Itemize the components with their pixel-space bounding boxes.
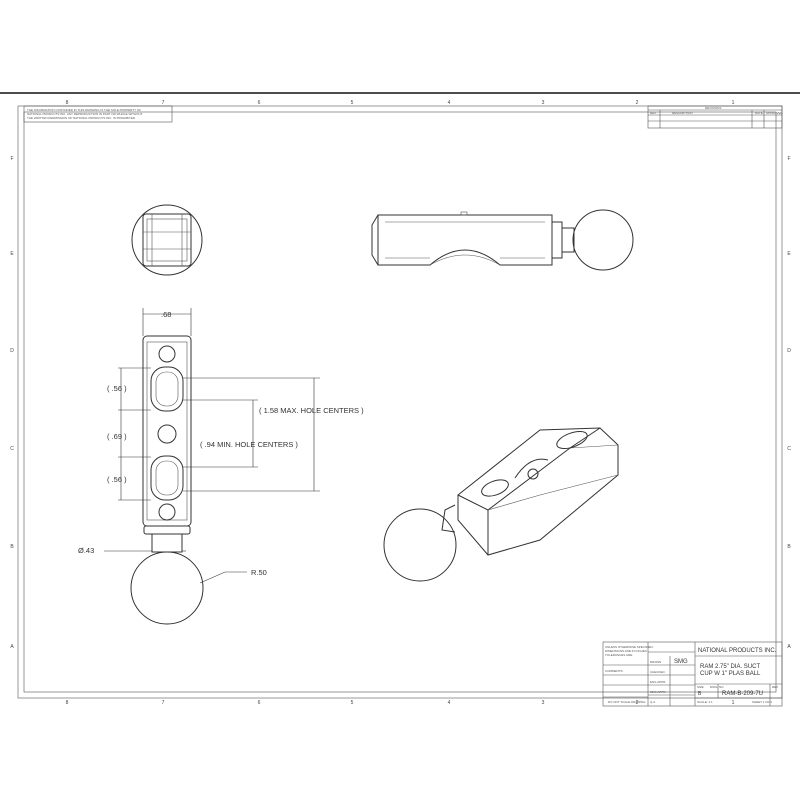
side-view [371,209,634,271]
rev-header: REV. [650,111,657,115]
rev-label: REV [772,685,778,689]
zone-column-bottom: 4 [448,700,451,706]
description-header: DESCRIPTION [672,111,693,115]
company-name: NATIONAL PRODUCTS INC. [698,648,777,654]
dim-slot-lower: ( .56 ) [107,475,127,484]
tolerance-note-1: UNLESS OTHERWISE SPECIFIED: [605,645,654,649]
zone-row-right: A [787,644,791,650]
dim-width: .68 [161,310,171,319]
zone-row-right: C [787,446,791,452]
zone-row-right: F [787,156,790,162]
zone-column-bottom: 8 [66,700,69,706]
title-block [602,641,783,707]
zone-column-top: 4 [448,100,451,106]
drawn-by: SMG [674,659,688,665]
zone-column-top: 5 [351,100,354,106]
zone-row-left: D [10,348,14,354]
date-header: DATE [755,111,763,115]
zone-column-bottom: 3 [542,700,545,706]
label-qa: Q.A. [650,700,656,704]
dim-slot-upper: ( .56 ) [107,384,127,393]
zone-row-right: B [787,544,791,550]
dim-min-centers: ( .94 MIN. HOLE CENTERS ) [200,440,298,449]
notice-line-1: THE INFORMATION CONTAINED IN THIS DRAWIN… [27,108,141,112]
zone-row-left: C [10,446,14,452]
drawing-title-line-2: CUP W 1" PLAS BALL [700,671,761,677]
front-view [130,335,204,625]
zone-column-top: 7 [162,100,165,106]
zone-row-left: A [10,644,14,650]
dim-middle: ( .69 ) [107,432,127,441]
sheet-label: SHEET 1 OF 1 [752,700,772,704]
drawing-title-line-1: RAM 2.75" DIA. SUCT [700,664,760,670]
zone-column-bottom: 6 [258,700,261,706]
dwg-no-label: DWG. NO. [710,685,724,689]
size-label: SIZE [697,685,704,689]
zone-row-right: D [787,348,791,354]
part-number: RAM-B-209-7U [722,691,763,697]
revisions-title: REVISIONS [705,106,721,110]
zone-column-top: 1 [732,100,735,106]
zone-column-bottom: 7 [162,700,165,706]
end-view [131,204,203,276]
sheet-size: B [698,691,702,697]
zone-column-bottom: 2 [636,700,639,706]
dim-max-centers: ( 1.58 MAX. HOLE CENTERS ) [259,406,364,415]
zone-row-left: B [10,544,14,550]
zone-column-top: 3 [542,100,545,106]
zone-row-left: E [10,251,14,257]
zone-column-bottom: 5 [351,700,354,706]
notice-line-2: NATIONAL PRODUCTS INC. ANY REPRODUCTION … [27,112,143,116]
label-mfg-appr: MFG APPR. [650,690,667,694]
zone-column-top: 6 [258,100,261,106]
scale-label: SCALE: 1:1 [697,700,713,704]
revisions-table: REVISIONS REV. DESCRIPTION DATE APPROVED [647,105,784,129]
zone-row-left: F [10,156,13,162]
tolerance-note-2: DIMENSIONS ARE IN INCHES [605,649,647,653]
do-not-scale: DO NOT SCALE DRAWING [608,700,646,704]
isometric-view [383,427,619,582]
drawing-border [17,105,783,699]
zone-column-top: 8 [66,100,69,106]
label-comments: COMMENTS: [605,669,623,673]
zone-column-top: 2 [636,100,639,106]
dim-neck-diameter: Ø.43 [78,546,94,555]
notice-box [23,105,173,123]
inner-border [23,111,777,693]
zone-row-right: E [787,251,791,257]
tolerance-note-3: TOLERANCES ARE: [605,653,633,657]
label-checked: CHECKED [650,670,666,674]
dimension-lines [104,308,320,584]
label-eng-appr: ENG APPR. [650,680,666,684]
approved-header: APPROVED [766,111,784,115]
label-drawn: DRAWN [650,660,661,664]
dim-ball-radius: R.50 [251,568,267,577]
notice-line-3: THE WRITTEN PERMISSION OF NATIONAL PRODU… [27,116,136,120]
zone-column-bottom: 1 [732,700,735,706]
